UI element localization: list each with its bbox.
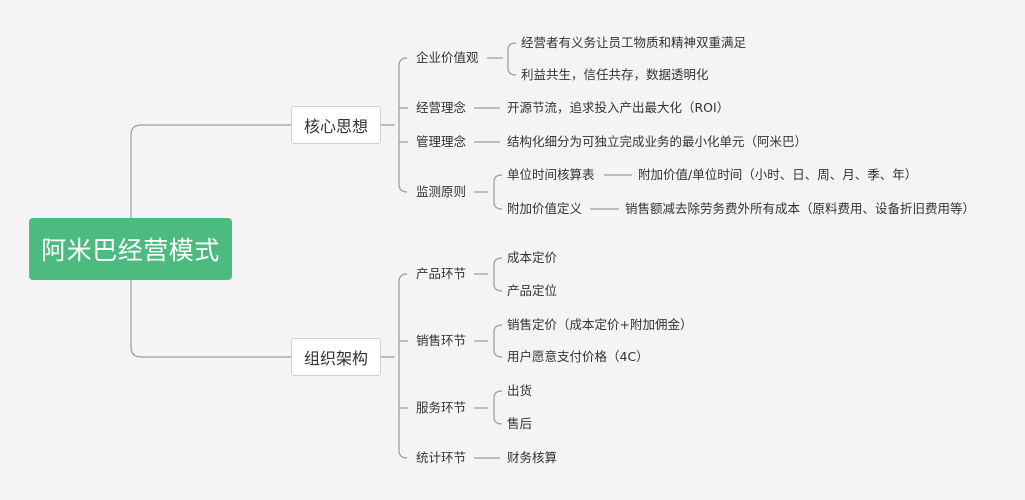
node-core-thought[interactable]: 核心思想 — [291, 106, 381, 144]
node-service-item-1[interactable]: 出货 — [507, 383, 533, 398]
node-unit-time-sheet[interactable]: 单位时间核算表 — [507, 167, 595, 182]
node-value-view[interactable]: 企业价值观 — [416, 50, 479, 65]
node-service-item-2[interactable]: 售后 — [507, 416, 533, 431]
node-service[interactable]: 服务环节 — [416, 400, 467, 415]
node-value-added-def-text[interactable]: 销售额减去除劳务费外所有成本（原料费用、设备折旧费用等） — [625, 201, 976, 216]
node-monitoring[interactable]: 监测原则 — [416, 184, 467, 199]
node-stats-text[interactable]: 财务核算 — [507, 450, 558, 465]
node-sales-item-2[interactable]: 用户愿意支付价格（4C） — [507, 349, 649, 364]
node-value-added-def[interactable]: 附加价值定义 — [507, 201, 583, 216]
node-stats[interactable]: 统计环节 — [416, 450, 467, 465]
node-product[interactable]: 产品环节 — [416, 266, 467, 281]
node-sales[interactable]: 销售环节 — [416, 333, 467, 348]
node-product-item-1[interactable]: 成本定价 — [507, 250, 558, 265]
node-value-item-1[interactable]: 经营者有义务让员工物质和精神双重满足 — [521, 35, 747, 50]
node-org-structure[interactable]: 组织架构 — [291, 338, 381, 376]
root-node[interactable]: 阿米巴经营模式 — [29, 218, 232, 280]
node-sales-item-1[interactable]: 销售定价（成本定价+附加佣金） — [507, 317, 693, 332]
node-management-philosophy[interactable]: 管理理念 — [416, 134, 467, 149]
node-business-philosophy[interactable]: 经营理念 — [416, 100, 467, 115]
node-product-item-2[interactable]: 产品定位 — [507, 283, 558, 298]
node-management-philosophy-text[interactable]: 结构化细分为可独立完成业务的最小化单元（阿米巴） — [507, 134, 808, 149]
node-unit-time-sheet-text[interactable]: 附加价值/单位时间（小时、日、周、月、季、年） — [638, 167, 918, 182]
node-value-item-2[interactable]: 利益共生，信任共存，数据透明化 — [521, 67, 709, 82]
node-business-philosophy-text[interactable]: 开源节流，追求投入产出最大化（ROI） — [507, 100, 730, 115]
